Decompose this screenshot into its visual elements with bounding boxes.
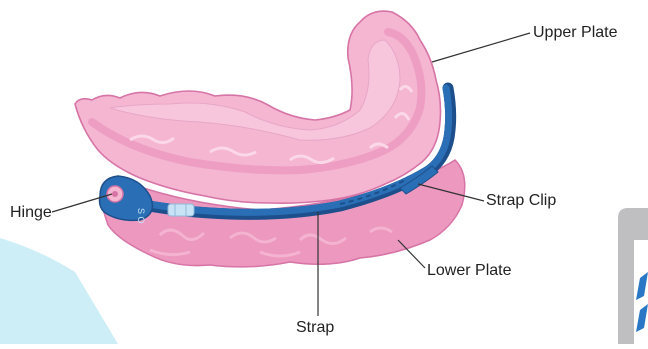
label-hinge: Hinge xyxy=(10,204,52,222)
label-strap-clip: Strap Clip xyxy=(486,192,556,210)
hinge-pin-center xyxy=(112,191,118,197)
leader-upper-plate xyxy=(432,33,530,62)
background-accent-shape xyxy=(0,238,118,344)
strap-connector xyxy=(168,204,194,216)
label-lower-plate: Lower Plate xyxy=(427,262,512,280)
label-upper-plate: Upper Plate xyxy=(533,24,618,42)
hinge-marking: S O xyxy=(136,208,146,224)
label-strap: Strap xyxy=(296,319,334,337)
